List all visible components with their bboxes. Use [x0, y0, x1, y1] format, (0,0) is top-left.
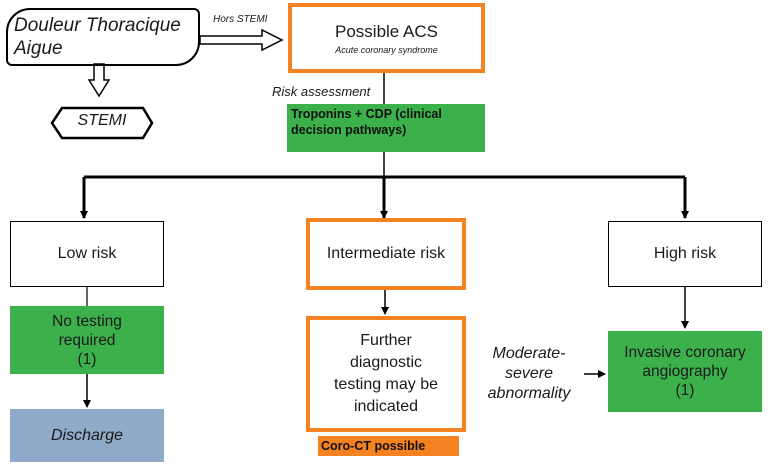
intermediate-risk-box: Intermediate risk	[306, 218, 466, 290]
possible-acs-subtitle: Acute coronary syndrome	[335, 44, 438, 55]
further-testing-box: Further diagnostic testing may be indica…	[306, 316, 466, 432]
coro-ct-box: Coro-CT possible	[318, 436, 459, 456]
further-testing-label: Further diagnostic testing may be indica…	[333, 332, 439, 415]
high-risk-label: High risk	[653, 245, 717, 262]
high-risk-box: High risk	[608, 221, 762, 287]
troponins-box: Troponins + CDP (clinical decision pathw…	[287, 104, 485, 152]
douleur-thoracique-box: Douleur Thoracique Aigue	[6, 8, 200, 66]
troponins-label: Troponins + CDP (clinical decision pathw…	[291, 107, 442, 137]
coro-ct-label: Coro-CT possible	[321, 439, 426, 453]
discharge-label: Discharge	[50, 426, 124, 444]
no-testing-box: No testing required (1)	[10, 306, 164, 374]
no-testing-ref: (1)	[77, 350, 97, 368]
stemi-arrow	[87, 63, 111, 98]
low-risk-box: Low risk	[10, 221, 164, 287]
discharge-box: Discharge	[10, 409, 164, 462]
no-testing-label: No testing required	[52, 312, 122, 349]
douleur-thoracique-label: Douleur Thoracique Aigue	[14, 15, 181, 59]
hors-stemi-arrow	[199, 28, 284, 52]
stemi-label: STEMI	[77, 112, 127, 129]
angiography-box: Invasive coronary angiography (1)	[608, 331, 762, 412]
intermediate-risk-label: Intermediate risk	[326, 245, 446, 262]
hors-stemi-label: Hors STEMI	[213, 14, 268, 25]
risk-assessment-label: Risk assessment	[272, 84, 371, 99]
possible-acs-box: Possible ACS Acute coronary syndrome	[288, 3, 485, 73]
possible-acs-title: Possible ACS	[335, 21, 438, 41]
abnormality-label: Moderate-severe abnormality	[487, 345, 571, 402]
low-risk-label: Low risk	[57, 245, 117, 262]
angiography-label: Invasive coronary angiography	[624, 344, 746, 380]
angiography-ref: (1)	[675, 382, 695, 399]
